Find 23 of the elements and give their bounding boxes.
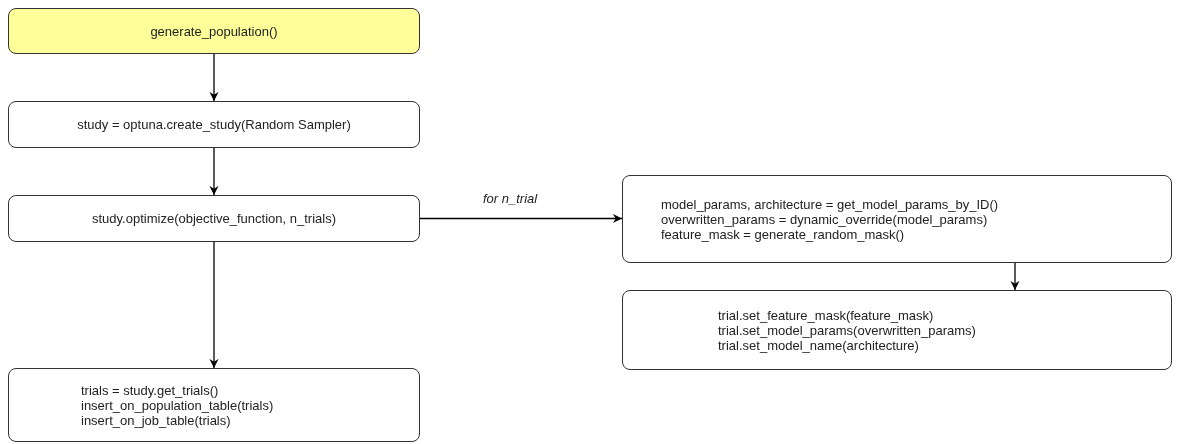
- code-line: trials = study.get_trials(): [81, 382, 219, 398]
- process-box: [622, 290, 1172, 370]
- code-line: trial.set_model_params(overwritten_params): [718, 322, 976, 338]
- code-line: insert_on_population_table(trials): [81, 397, 274, 413]
- arrow: [1010, 262, 1020, 291]
- code-line: insert_on_job_table(trials): [81, 412, 231, 428]
- code-line: generate_population(): [150, 23, 278, 39]
- process-box: [8, 368, 420, 442]
- process-box: [8, 195, 420, 242]
- code-line: trial.set_feature_mask(feature_mask): [718, 307, 934, 323]
- code-line: feature_mask = generate_random_mask(): [661, 226, 905, 242]
- code-line: model_params, architecture = get_model_params_by_ID(): [661, 196, 999, 212]
- code-line: study.optimize(objective_function, n_trials): [92, 211, 336, 226]
- arrow: [209, 241, 219, 369]
- process-box: [8, 8, 420, 54]
- process-box: [8, 101, 420, 148]
- arrow: [209, 147, 219, 196]
- code-line: study = optuna.create_study(Random Sampler): [77, 117, 351, 132]
- code-line: trial.set_model_name(architecture): [718, 337, 919, 353]
- arrow: [419, 213, 623, 224]
- arrow: [209, 53, 219, 102]
- code-line: overwritten_params = dynamic_override(model_params): [661, 211, 988, 227]
- process-box: [622, 175, 1172, 263]
